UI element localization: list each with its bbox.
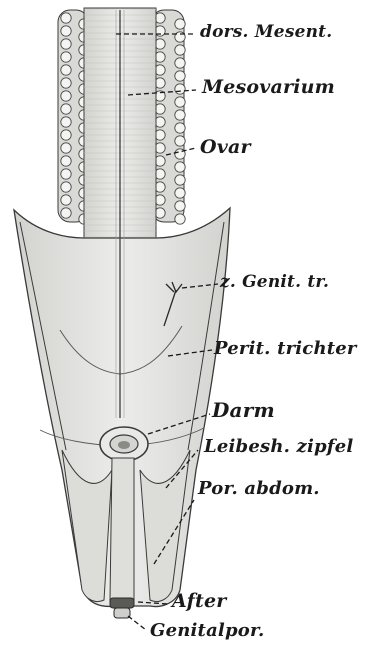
label-dors-mesent: dors. Mesent. bbox=[200, 22, 332, 42]
ovary-egg bbox=[175, 71, 185, 81]
ovary-egg bbox=[61, 195, 71, 205]
ovary-egg bbox=[175, 84, 185, 94]
ovary-egg bbox=[175, 175, 185, 185]
ovary-egg bbox=[175, 201, 185, 211]
ovary-egg bbox=[61, 117, 71, 127]
ovary-egg bbox=[175, 123, 185, 133]
ovary-egg bbox=[61, 65, 71, 75]
ovary-egg bbox=[61, 143, 71, 153]
label-ovar: Ovar bbox=[200, 136, 251, 158]
ovary-egg bbox=[175, 58, 185, 68]
ovary-egg bbox=[61, 52, 71, 62]
ovary-egg bbox=[61, 208, 71, 218]
label-por-abdom: Por. abdom. bbox=[198, 478, 320, 499]
label-perit-trichter: Perit. trichter bbox=[214, 338, 357, 359]
label-darm: Darm bbox=[212, 398, 275, 422]
ovary-egg bbox=[175, 110, 185, 120]
ovary-egg bbox=[61, 26, 71, 36]
ovary-egg bbox=[61, 156, 71, 166]
ovary-egg bbox=[61, 169, 71, 179]
genital-pore bbox=[114, 608, 130, 618]
rectum bbox=[110, 458, 134, 600]
ovary-egg bbox=[175, 19, 185, 29]
ovary-egg bbox=[61, 39, 71, 49]
label-genit-tr: z. Genit. tr. bbox=[220, 272, 329, 292]
anus bbox=[110, 598, 134, 608]
ovary-egg bbox=[175, 45, 185, 55]
ovary-egg bbox=[61, 13, 71, 23]
ovary-egg bbox=[175, 97, 185, 107]
ovary-egg bbox=[61, 130, 71, 140]
leader-genitalpor bbox=[128, 616, 146, 630]
ovary-egg bbox=[61, 91, 71, 101]
label-leibesh-zipfel: Leibesh. zipfel bbox=[204, 436, 353, 457]
ovary-egg bbox=[175, 162, 185, 172]
ovary-egg bbox=[175, 188, 185, 198]
gut-ring bbox=[100, 427, 148, 461]
ovary-egg bbox=[61, 182, 71, 192]
label-genitalpor: Genitalpor. bbox=[150, 620, 264, 641]
ovary-egg bbox=[61, 104, 71, 114]
label-mesovarium: Mesovarium bbox=[202, 76, 335, 98]
ovary-egg bbox=[175, 214, 185, 224]
ovary-egg bbox=[175, 136, 185, 146]
ovary-egg bbox=[61, 78, 71, 88]
label-after: After bbox=[172, 590, 226, 612]
